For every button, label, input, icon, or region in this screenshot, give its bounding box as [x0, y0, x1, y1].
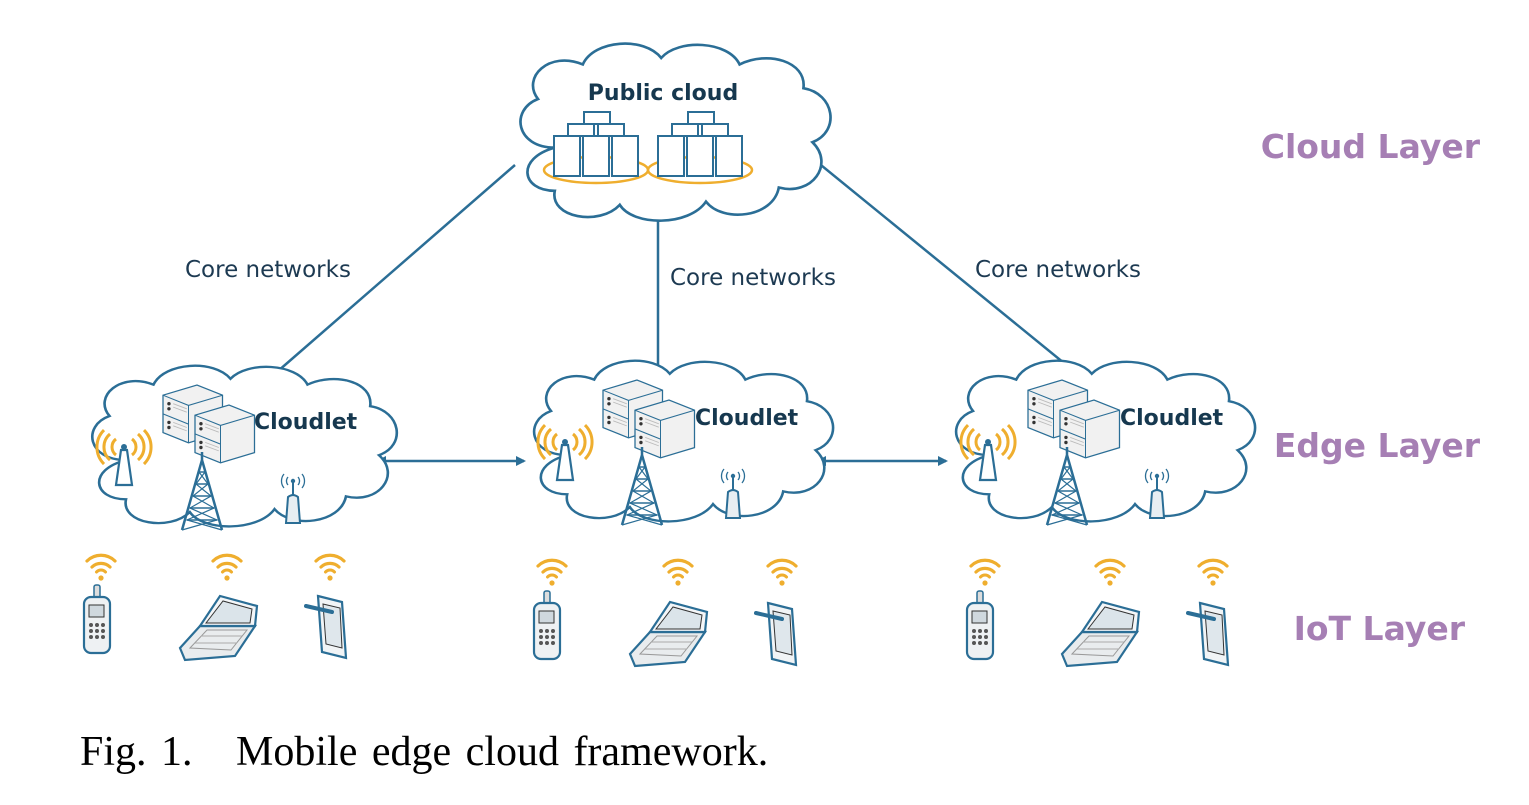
- mobile-phone-icon: [82, 583, 112, 655]
- cloudlet-label: Cloudlet: [1120, 406, 1224, 431]
- wifi-icon: [536, 558, 568, 588]
- laptop-icon: [178, 594, 259, 662]
- wifi-icon: [85, 553, 117, 583]
- wifi-icon: [766, 558, 798, 588]
- figure-caption: Fig. 1. Mobile edge cloud framework.: [80, 729, 769, 775]
- core-link-right: [799, 147, 1076, 373]
- mobile-phone-icon: [532, 589, 562, 661]
- wifi-icon: [1094, 558, 1126, 588]
- tablet-icon: [304, 594, 348, 660]
- iot-group-1: [82, 553, 348, 662]
- edge-layer-label: Edge Layer: [1274, 426, 1481, 465]
- core-link-left: [269, 164, 516, 379]
- wifi-icon: [211, 553, 243, 583]
- iot-group-2: [532, 558, 798, 668]
- wifi-icon: [1197, 558, 1229, 588]
- wifi-icon: [969, 558, 1001, 588]
- tablet-icon: [1186, 601, 1230, 667]
- laptop-icon: [1060, 600, 1141, 668]
- cloud-layer-label: Cloud Layer: [1261, 127, 1481, 166]
- cloudlet-3: Cloudlet: [954, 359, 1257, 527]
- public-cloud-label: Public cloud: [588, 81, 738, 106]
- laptop-icon: [628, 600, 709, 668]
- tablet-icon: [754, 601, 798, 667]
- mobile-phone-icon: [965, 589, 995, 661]
- cloudlet-label: Cloudlet: [254, 410, 358, 435]
- cloudlet-2: Cloudlet: [532, 359, 835, 527]
- wifi-icon: [314, 553, 346, 583]
- core-network-label-center: Core networks: [670, 265, 836, 291]
- core-network-label-left: Core networks: [185, 257, 351, 283]
- public-cloud: Public cloud: [519, 42, 832, 223]
- core-network-label-right: Core networks: [975, 257, 1141, 283]
- server-cluster-right-icon: [657, 111, 743, 177]
- cloudlet-label: Cloudlet: [695, 406, 799, 431]
- iot-group-3: [965, 558, 1230, 668]
- wifi-icon: [662, 558, 694, 588]
- cloudlet-1: Cloudlet: [90, 364, 399, 532]
- server-cluster-left-icon: [553, 111, 639, 177]
- iot-layer-label: IoT Layer: [1294, 609, 1466, 648]
